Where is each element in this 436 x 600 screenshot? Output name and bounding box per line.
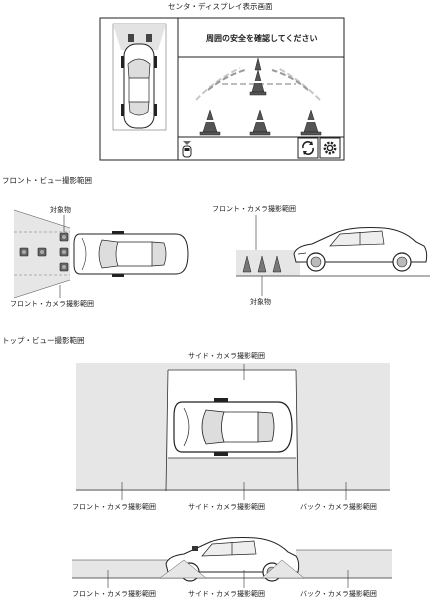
car-topview-large — [173, 398, 293, 456]
front-object-label-top: 対象物 — [50, 206, 71, 214]
front-view-heading: フロント・ビュー撮影範囲 — [2, 176, 92, 185]
car-topview-front — [73, 231, 189, 277]
safety-message: 周囲の安全を確認してください — [206, 34, 318, 43]
rotate-view-icon[interactable] — [300, 140, 316, 156]
bottom-back-range-label: バック・カメラ撮影範囲 — [300, 590, 377, 598]
car-topview-small — [121, 43, 157, 129]
front-camera-icon — [182, 140, 192, 158]
gear-icon[interactable] — [322, 140, 338, 156]
front-object-label-side: 対象物 — [250, 298, 271, 306]
top-side-range-label: サイド・カメラ撮影範囲 — [188, 352, 265, 360]
car-sideview-front — [293, 227, 428, 272]
front-range-label-bottom: フロント・カメラ撮影範囲 — [10, 300, 94, 308]
center-display-title: センタ・ディスプレイ表示画面 — [168, 2, 273, 11]
top-view-heading: トップ・ビュー撮影範囲 — [2, 336, 85, 345]
car-sideview-bottom — [165, 537, 300, 582]
top-front-range-label: フロント・カメラ撮影範囲 — [72, 503, 156, 511]
front-range-label-side: フロント・カメラ撮影範囲 — [212, 205, 296, 213]
bottom-side-range-label: サイド・カメラ撮影範囲 — [188, 590, 265, 598]
bottom-front-range-label: フロント・カメラ撮影範囲 — [72, 590, 156, 598]
top-side-range-label-bottom: サイド・カメラ撮影範囲 — [188, 503, 265, 511]
top-back-range-label: バック・カメラ撮影範囲 — [300, 503, 377, 511]
